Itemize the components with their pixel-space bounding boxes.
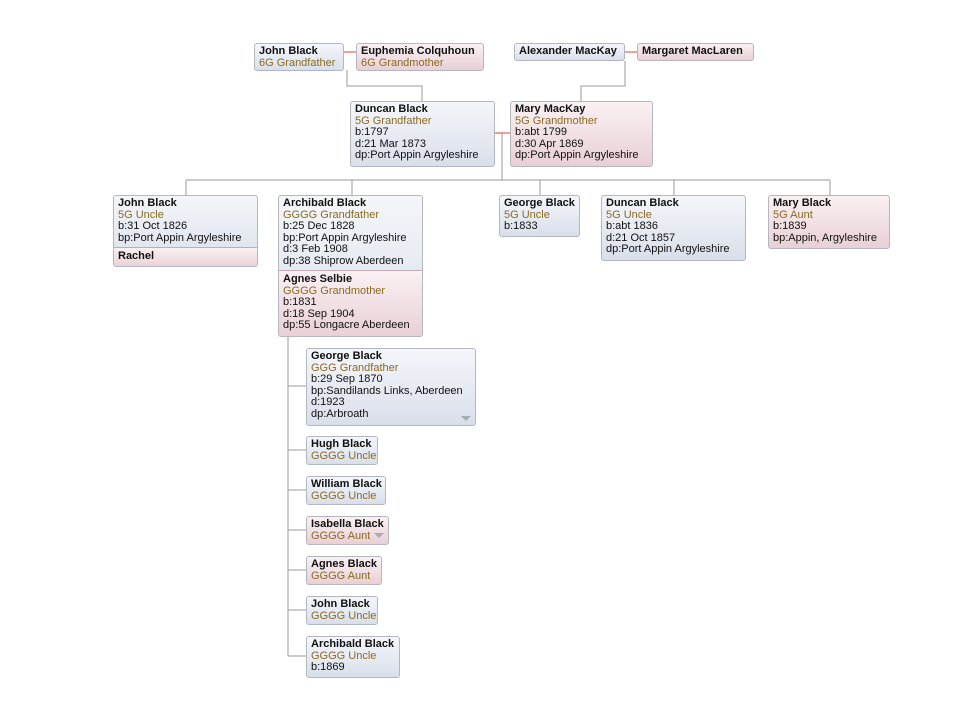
- person-fact: bp:Port Appin Argyleshire: [118, 231, 242, 244]
- person-card-george-black-5g-uncle[interactable]: George Black 5G Uncle b:1833: [499, 195, 580, 237]
- person-card-agnes-selbie[interactable]: Agnes Selbie GGGG Grandmother b:1831 d:1…: [279, 270, 422, 336]
- spouse-name: Rachel: [118, 250, 155, 262]
- person-fact: b:1869: [311, 661, 345, 674]
- relationship-text: GGGG Aunt: [311, 529, 371, 542]
- person-card-archibald-black-gggg-grandfather[interactable]: Archibald Black GGGG Grandfather b:25 De…: [278, 195, 423, 337]
- person-name: John Black: [118, 197, 177, 209]
- person-fact: b:1833: [504, 220, 538, 233]
- person-relationship: 6G Grandfather: [259, 56, 336, 69]
- expand-descendants-icon[interactable]: [374, 532, 385, 538]
- person-relationship: 5G Uncle: [118, 208, 164, 221]
- person-relationship: GGGG Aunt: [311, 529, 385, 543]
- person-name: Agnes Black: [311, 558, 378, 570]
- person-relationship: 5G Aunt: [773, 208, 813, 221]
- person-fact: d:21 Oct 1857: [606, 231, 676, 244]
- person-name: Alexander MacKay: [519, 45, 617, 57]
- person-name: Isabella Black: [311, 518, 384, 530]
- person-relationship: GGGG Uncle: [311, 609, 377, 622]
- person-fact: dp:55 Longacre Aberdeen: [283, 319, 410, 332]
- person-fact: b:31 Oct 1826: [118, 220, 188, 233]
- person-fact: bp:Appin, Argyleshire: [773, 231, 877, 244]
- person-name: John Black: [259, 45, 318, 57]
- person-relationship: GGGG Aunt: [311, 569, 371, 582]
- person-name: Mary MacKay: [515, 103, 586, 115]
- person-card-mary-black-5g-aunt[interactable]: Mary Black 5G Aunt b:1839 bp:Appin, Argy…: [768, 195, 890, 249]
- person-name: Mary Black: [773, 197, 832, 209]
- person-fact: b:abt 1799: [515, 126, 567, 139]
- person-name: Margaret MacLaren: [642, 45, 743, 57]
- person-relationship: 5G Uncle: [606, 208, 652, 221]
- person-card-hugh-black[interactable]: Hugh Black GGGG Uncle: [306, 436, 378, 465]
- person-fact: d:1923: [311, 396, 345, 409]
- person-fact: bp:Sandilands Links, Aberdeen: [311, 384, 463, 397]
- person-relationship: GGGG Grandfather: [283, 208, 379, 221]
- person-name: Duncan Black: [606, 197, 679, 209]
- person-card-euphemia-colquhoun[interactable]: Euphemia Colquhoun 6G Grandmother: [356, 43, 484, 71]
- person-card-john-black-gggg-uncle[interactable]: John Black GGGG Uncle: [306, 596, 378, 625]
- person-card-duncan-black-5g-grandfather[interactable]: Duncan Black 5G Grandfather b:1797 d:21 …: [350, 101, 495, 167]
- person-name: George Black: [311, 350, 382, 362]
- person-fact: b:1797: [355, 126, 389, 139]
- person-relationship: 6G Grandmother: [361, 56, 444, 69]
- person-relationship: 5G Grandmother: [515, 114, 598, 127]
- person-card-george-black-ggg-grandfather[interactable]: George Black GGG Grandfather b:29 Sep 18…: [306, 348, 476, 426]
- person-relationship: GGGG Uncle: [311, 449, 377, 462]
- person-fact: b:1839: [773, 220, 807, 233]
- person-fact: d:21 Mar 1873: [355, 137, 426, 150]
- person-card-duncan-black-5g-uncle[interactable]: Duncan Black 5G Uncle b:abt 1836 d:21 Oc…: [601, 195, 746, 261]
- person-relationship: GGGG Grandmother: [283, 284, 386, 297]
- person-name: George Black: [504, 197, 575, 209]
- person-card-alexander-mackay[interactable]: Alexander MacKay: [514, 43, 625, 61]
- person-fact: dp:Port Appin Argyleshire: [606, 243, 730, 256]
- person-card-mary-mackay[interactable]: Mary MacKay 5G Grandmother b:abt 1799 d:…: [510, 101, 653, 167]
- person-fact: d:30 Apr 1869: [515, 137, 584, 150]
- person-fact: d:18 Sep 1904: [283, 307, 355, 320]
- person-fact: d:3 Feb 1908: [283, 243, 348, 256]
- person-card-archibald-black-gggg-uncle[interactable]: Archibald Black GGGG Uncle b:1869: [306, 636, 400, 678]
- person-relationship: GGG Grandfather: [311, 361, 399, 374]
- person-relationship: GGGG Uncle: [311, 489, 377, 502]
- person-card-john-black-5g-uncle[interactable]: John Black 5G Uncle b:31 Oct 1826 bp:Por…: [113, 195, 258, 267]
- person-fact: dp:38 Shiprow Aberdeen: [283, 254, 404, 267]
- person-relationship: GGGG Uncle: [311, 649, 377, 662]
- person-name: Archibald Black: [283, 197, 367, 209]
- spouse-divider: [279, 270, 422, 271]
- person-card-william-black[interactable]: William Black GGGG Uncle: [306, 476, 386, 505]
- spouse-divider: [114, 247, 257, 248]
- person-fact: b:25 Dec 1828: [283, 220, 355, 233]
- person-fact: dp:Port Appin Argyleshire: [515, 149, 639, 162]
- person-fact: b:1831: [283, 296, 317, 309]
- person-card-margaret-maclaren[interactable]: Margaret MacLaren: [637, 43, 754, 61]
- person-name: Duncan Black: [355, 103, 428, 115]
- person-name: Agnes Selbie: [283, 273, 353, 285]
- person-name: John Black: [311, 598, 370, 610]
- person-fact: dp:Arbroath: [311, 407, 369, 420]
- person-fact: b:abt 1836: [606, 220, 658, 233]
- person-card-john-black-6g-grandfather[interactable]: John Black 6G Grandfather: [254, 43, 344, 71]
- person-relationship: 5G Uncle: [504, 208, 550, 221]
- expand-descendants-icon[interactable]: [461, 416, 471, 421]
- person-name: Hugh Black: [311, 438, 372, 450]
- spouse-section[interactable]: Rachel: [114, 247, 257, 266]
- person-name: William Black: [311, 478, 382, 490]
- person-fact: b:29 Sep 1870: [311, 373, 383, 386]
- person-name: Euphemia Colquhoun: [361, 45, 475, 57]
- person-name: Archibald Black: [311, 638, 395, 650]
- person-card-agnes-black[interactable]: Agnes Black GGGG Aunt: [306, 556, 382, 585]
- person-relationship: 5G Grandfather: [355, 114, 432, 127]
- person-card-isabella-black[interactable]: Isabella Black GGGG Aunt: [306, 516, 389, 545]
- person-fact: dp:Port Appin Argyleshire: [355, 149, 479, 162]
- person-fact: bp:Port Appin Argyleshire: [283, 231, 407, 244]
